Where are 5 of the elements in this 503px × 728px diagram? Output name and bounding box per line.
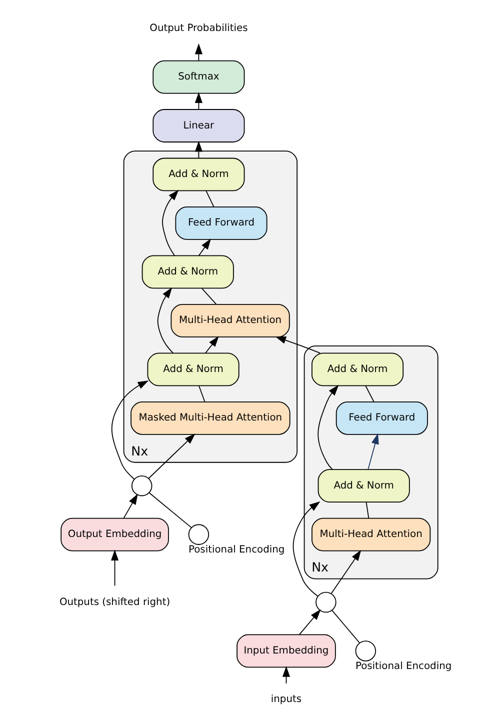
node-text: Outputs (shifted right) <box>59 596 170 608</box>
node-label: Positional Encoding <box>355 660 452 672</box>
node-text: inputs <box>270 694 302 706</box>
node-text: Output Probabilities <box>150 22 248 34</box>
node-label: Positional Encoding <box>188 544 285 556</box>
